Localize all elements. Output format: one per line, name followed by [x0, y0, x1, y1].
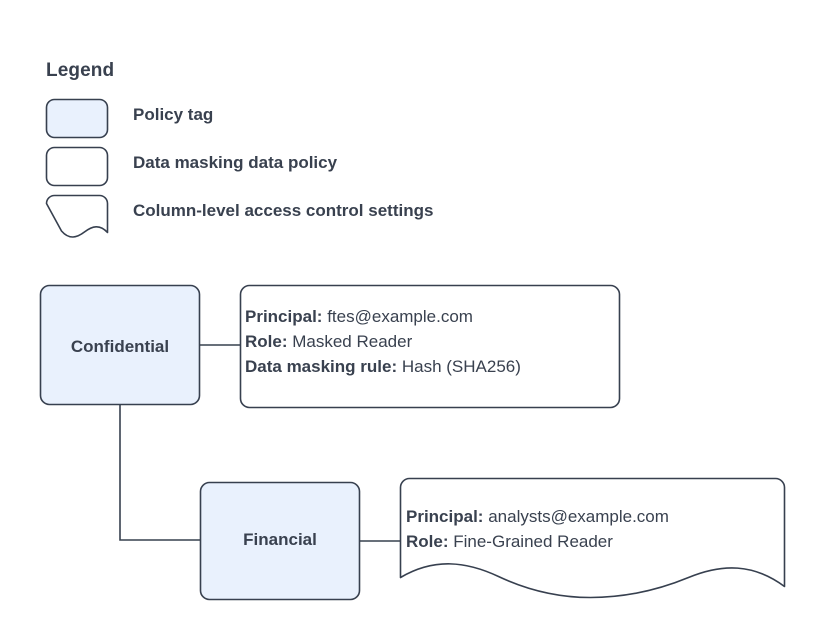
policy-row-value: Fine-Grained Reader [453, 532, 613, 551]
legend-item-label-column-access-settings: Column-level access control settings [133, 201, 434, 220]
policy-row: Principal: ftes@example.com [245, 304, 521, 329]
policy-box-masking-policy[interactable] [239, 284, 621, 409]
policy-row-key: Principal: [406, 507, 484, 526]
node-financial[interactable] [199, 481, 361, 601]
policy-row: Data masking rule: Hash (SHA256) [245, 354, 521, 379]
policy-row-value: Hash (SHA256) [401, 357, 521, 376]
legend-title: Legend [46, 60, 115, 81]
connectors-group [119, 344, 400, 542]
node-label-financial: Financial [243, 530, 317, 549]
policy-row-value: ftes@example.com [327, 307, 473, 326]
node-confidential[interactable] [39, 284, 201, 406]
policy-row: Principal: analysts@example.com [406, 504, 669, 529]
node-label-confidential: Confidential [70, 337, 170, 356]
policy-box-text-masking-policy: Principal: ftes@example.com Role: Masked… [245, 304, 521, 379]
policy-row-key: Principal: [245, 307, 323, 326]
policy-row: Role: Masked Reader [245, 329, 521, 354]
legend-swatch-data-masking-policy [45, 146, 109, 187]
policy-row-value: analysts@example.com [488, 507, 669, 526]
policy-box-column-access-settings[interactable] [399, 477, 786, 599]
legend-item-label-data-masking-policy: Data masking data policy [133, 153, 338, 172]
legend-swatch-column-access-settings [45, 194, 109, 238]
policy-row: Role: Fine-Grained Reader [406, 529, 669, 554]
connector-confidential-to-financial [119, 405, 200, 541]
policy-box-text-column-access-settings: Principal: analysts@example.com Role: Fi… [406, 504, 669, 554]
policy-row-key: Data masking rule: [245, 357, 398, 376]
legend-swatch-policy-tag [45, 98, 109, 139]
policy-row-key: Role: [406, 532, 449, 551]
legend-item-label-policy-tag: Policy tag [133, 105, 214, 124]
policy-row-value: Masked Reader [292, 332, 413, 351]
policy-row-key: Role: [245, 332, 288, 351]
